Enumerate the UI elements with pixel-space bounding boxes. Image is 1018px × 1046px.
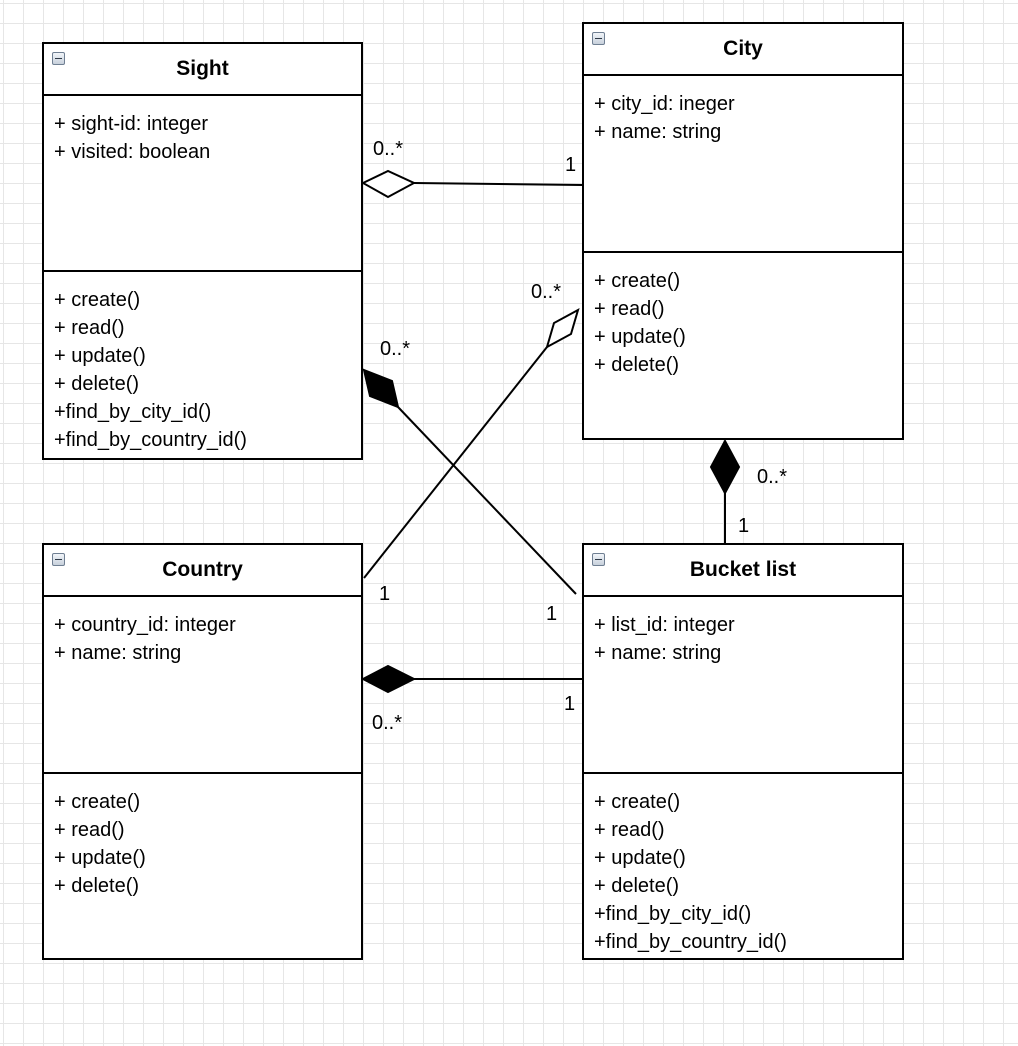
collapse-icon[interactable] [52, 553, 65, 566]
class-city[interactable]: City + city_id: ineger + name: string + c… [582, 22, 904, 440]
class-sight[interactable]: Sight + sight-id: integer + visited: bool… [42, 42, 363, 460]
attribute-line[interactable]: + list_id: integer [594, 614, 735, 636]
attribute-line[interactable]: + name: string [594, 121, 722, 143]
multiplicity-city-sight: 1 [565, 154, 577, 176]
class-name: Country [162, 558, 243, 581]
method-line[interactable]: + create() [594, 791, 681, 813]
filled-diamond-country [360, 664, 417, 694]
class-country[interactable]: Country + country_id: integer + name: str… [42, 543, 363, 960]
multiplicity-bucket-city: 1 [738, 515, 750, 537]
attribute-line[interactable]: + country_id: integer [54, 614, 236, 636]
method-line[interactable]: + update() [594, 847, 686, 869]
method-line[interactable]: + read() [54, 317, 125, 339]
method-line[interactable]: +find_by_country_id() [54, 429, 247, 451]
city-sight-aggregation[interactable] [360, 169, 583, 199]
methods-section[interactable]: + create() + read() + update() + delete() [584, 253, 902, 385]
method-line[interactable]: + create() [54, 289, 141, 311]
method-line[interactable]: + update() [54, 345, 146, 367]
method-line[interactable]: + update() [594, 326, 686, 348]
multiplicity-bucket-country: 1 [564, 693, 576, 715]
class-header[interactable]: City [584, 24, 902, 76]
method-line[interactable]: + create() [594, 270, 681, 292]
method-line[interactable]: + create() [54, 791, 141, 813]
filled-diamond-city [709, 438, 741, 496]
attributes-section[interactable]: + list_id: integer + name: string [584, 597, 902, 774]
class-header[interactable]: Sight [44, 44, 361, 96]
class-name: Sight [176, 57, 229, 80]
attribute-line[interactable]: + sight-id: integer [54, 113, 208, 135]
multiplicity-sight-city: 0..* [373, 138, 404, 160]
class-name: City [723, 37, 763, 60]
method-line[interactable]: +find_by_country_id() [594, 931, 787, 953]
bucket-country-composition[interactable] [360, 664, 582, 694]
attribute-line[interactable]: + name: string [54, 642, 182, 664]
method-line[interactable]: + read() [594, 819, 665, 841]
attributes-section[interactable]: + country_id: integer + name: string [44, 597, 361, 774]
multiplicity-country-city: 1 [379, 583, 391, 605]
method-line[interactable]: + read() [54, 819, 125, 841]
multiplicity-city-bucket: 0..* [757, 466, 788, 488]
multiplicity-sight-bucket: 0..* [380, 338, 411, 360]
collapse-icon[interactable] [592, 553, 605, 566]
method-line[interactable]: +find_by_city_id() [594, 903, 752, 925]
class-header[interactable]: Bucket list [584, 545, 902, 597]
collapse-icon[interactable] [592, 32, 605, 45]
filled-diamond-sight [362, 368, 400, 409]
method-line[interactable]: + delete() [54, 875, 140, 897]
method-line[interactable]: + delete() [54, 373, 140, 395]
class-name: Bucket list [689, 558, 797, 581]
country-city-aggregation[interactable] [363, 307, 580, 579]
attribute-line[interactable]: + name: string [594, 642, 722, 664]
bucket-city-composition[interactable] [709, 438, 741, 543]
attribute-line[interactable]: + city_id: ineger [594, 93, 735, 115]
method-line[interactable]: + delete() [594, 354, 680, 376]
method-line[interactable]: + read() [594, 298, 665, 320]
collapse-icon[interactable] [52, 52, 65, 65]
attributes-section[interactable]: + city_id: ineger + name: string [584, 76, 902, 253]
method-line[interactable]: +find_by_city_id() [54, 401, 212, 423]
method-line[interactable]: + update() [54, 847, 146, 869]
class-header[interactable]: Country [44, 545, 361, 597]
hollow-diamond-city [545, 307, 580, 350]
class-bucket-list[interactable]: Bucket list + list_id: integer + name: st… [582, 543, 904, 960]
methods-section[interactable]: + create() + read() + update() + delete() +f… [44, 272, 361, 460]
hollow-diamond-sight [360, 169, 417, 199]
method-line[interactable]: + delete() [594, 875, 680, 897]
bucket-sight-composition[interactable] [362, 368, 577, 595]
attribute-line[interactable]: + visited: boolean [54, 141, 211, 163]
multiplicity-city-country: 0..* [531, 281, 562, 303]
multiplicity-bucket-sight: 1 [546, 603, 558, 625]
multiplicity-country-bucket: 0..* [372, 712, 403, 734]
methods-section[interactable]: + create() + read() + update() + delete() +f… [584, 774, 902, 962]
methods-section[interactable]: + create() + read() + update() + delete() [44, 774, 361, 906]
attributes-section[interactable]: + sight-id: integer + visited: boolean [44, 96, 361, 272]
